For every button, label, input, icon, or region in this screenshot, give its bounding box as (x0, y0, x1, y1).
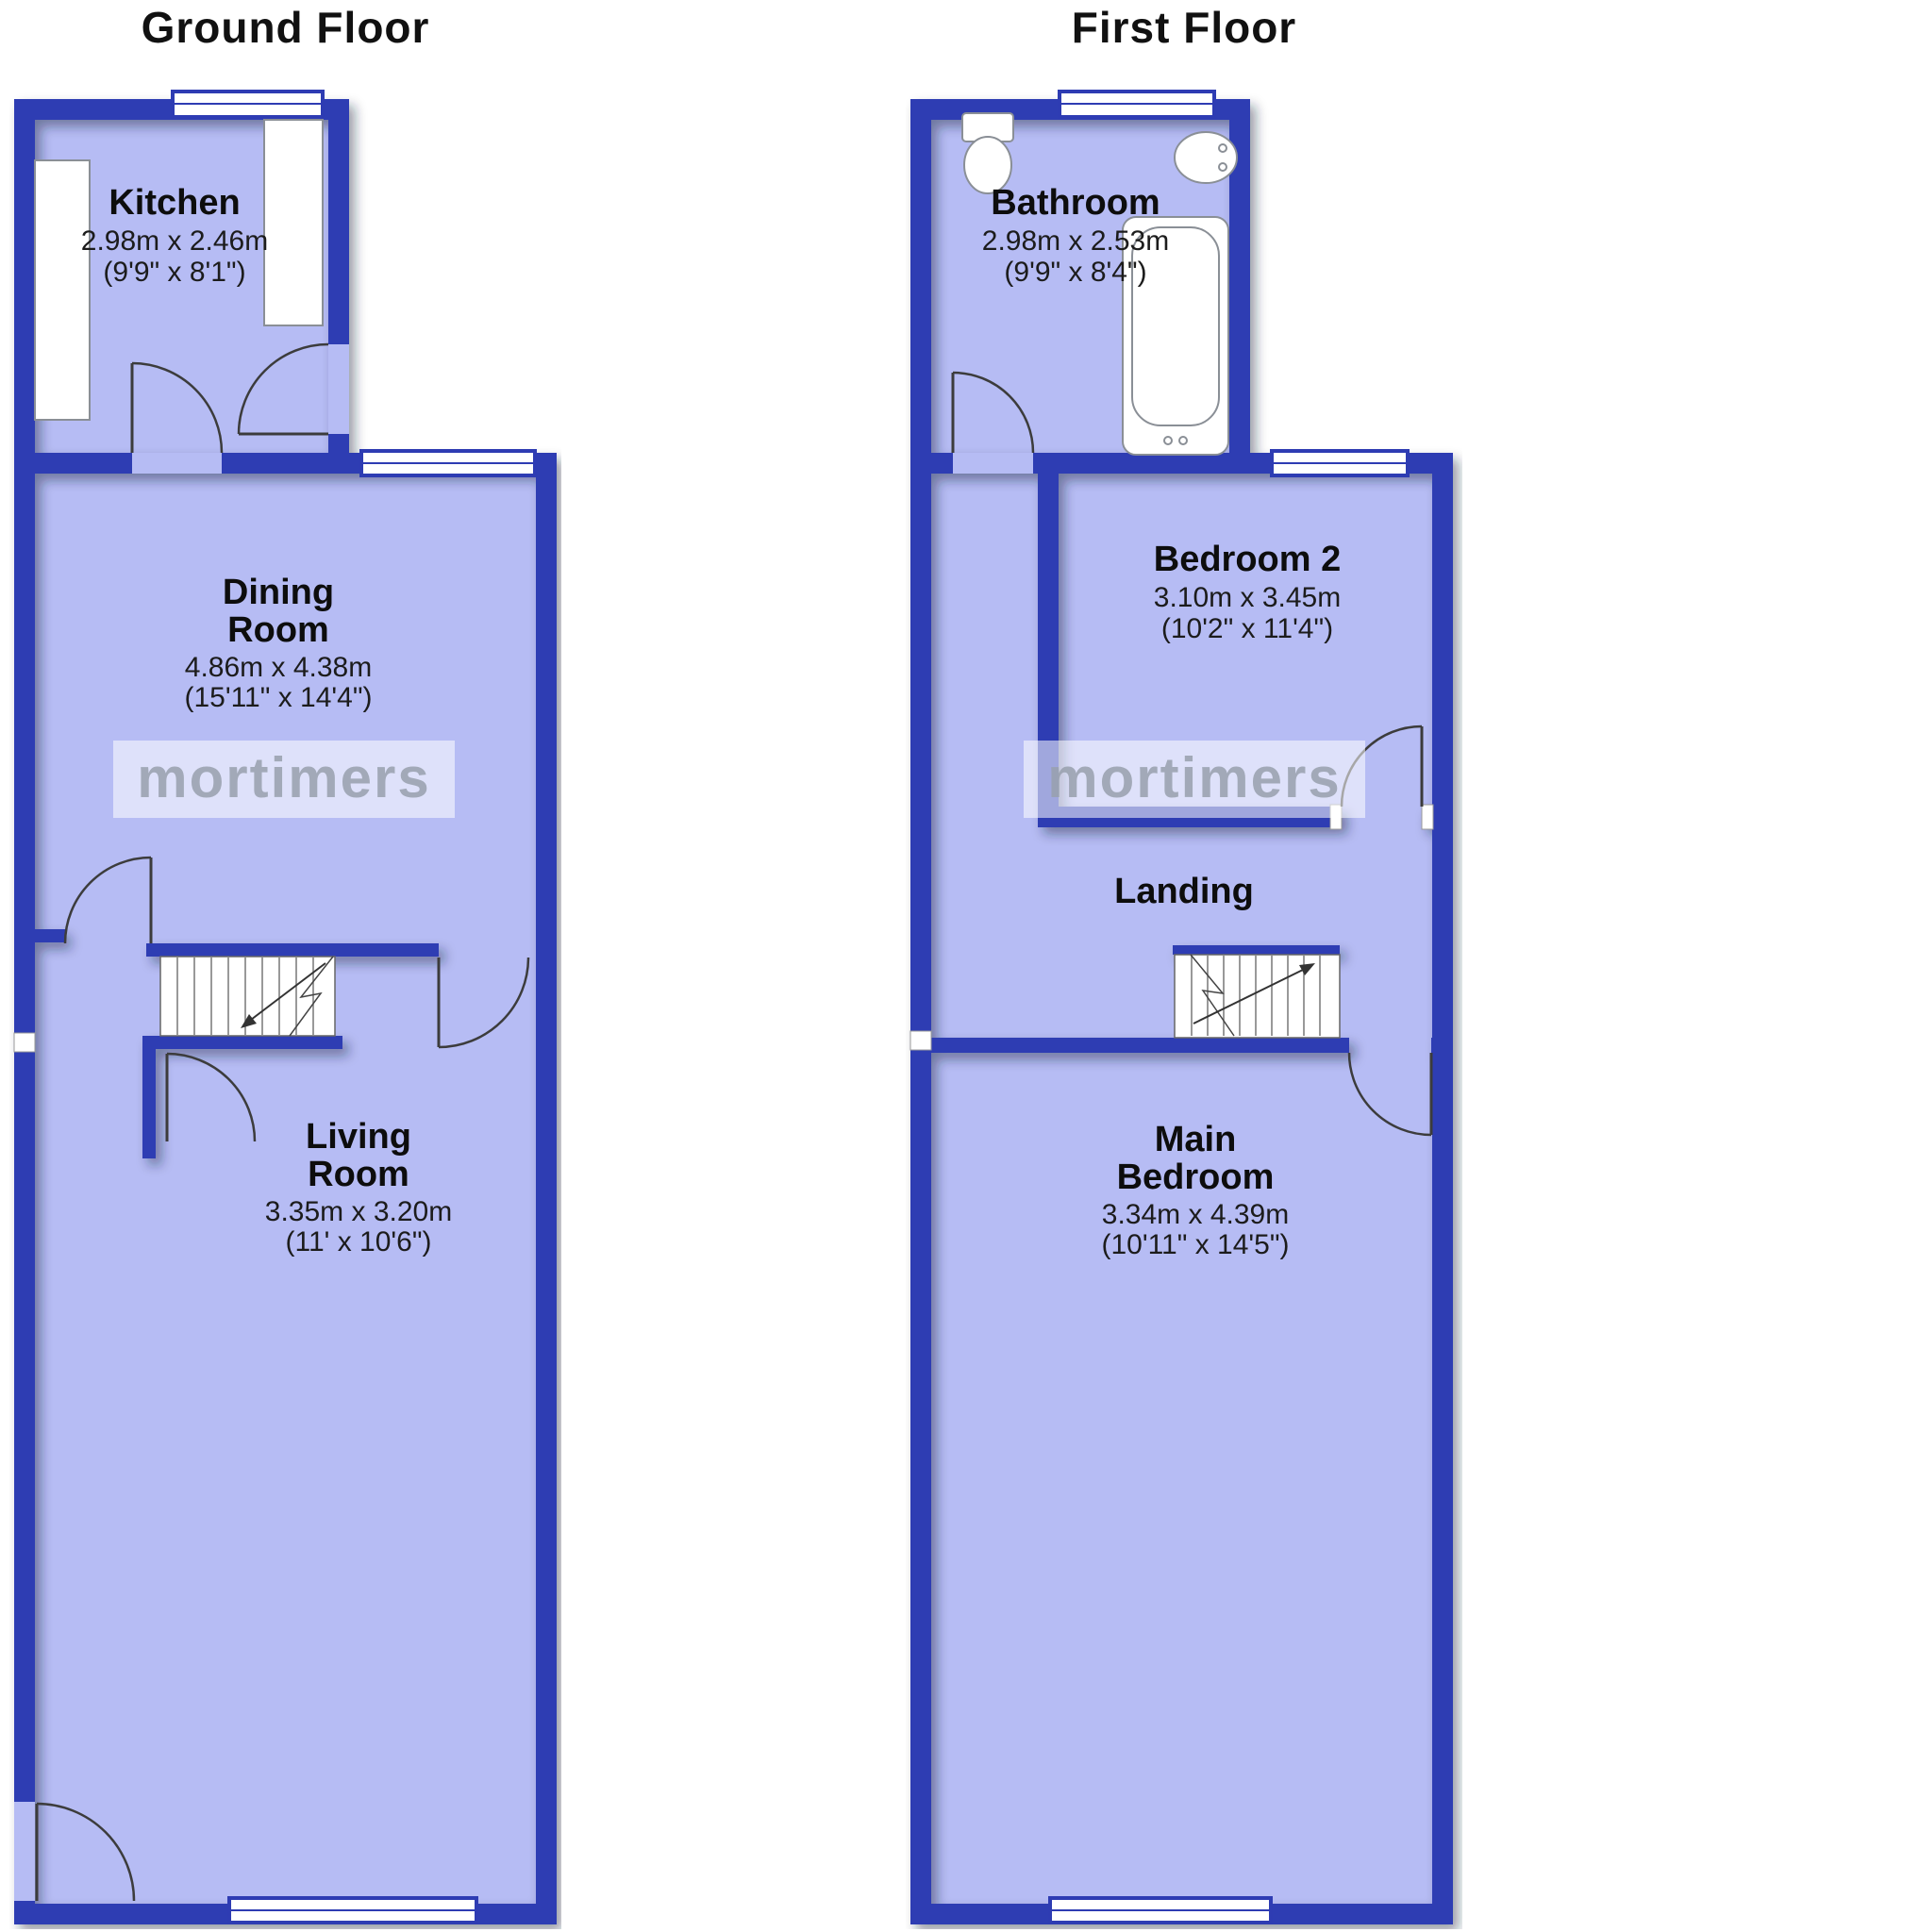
hall-door (63, 856, 153, 944)
bathroom-label: Bathroom (991, 183, 1160, 223)
ground-floor-title: Ground Floor (141, 3, 430, 52)
bathroom-door (951, 371, 1035, 454)
watermark-box (113, 741, 455, 818)
main-bedroom-dims-metric: 3.34m x 4.39m (1102, 1199, 1289, 1230)
bedroom2-dims-imperial: (10'2" x 11'4") (1161, 613, 1333, 644)
watermark-text: mortimers (137, 746, 430, 809)
dining-dims-metric: 4.86m x 4.38m (185, 652, 372, 683)
dining-label-line2: Room (227, 610, 329, 650)
living-left-wall-stub (142, 1036, 156, 1158)
living-dims-metric: 3.35m x 3.20m (265, 1196, 452, 1227)
toilet-icon (961, 112, 1014, 194)
wall-jamb (909, 1030, 932, 1051)
kitchen-door (130, 361, 224, 454)
front-door-opening (14, 1802, 35, 1901)
kitchen-side-door (237, 342, 329, 436)
main-bedroom-top-wall (931, 1038, 1349, 1053)
first-floor-plan: mortimers Bathroom 2.98m x 2.53m (9'9" x… (909, 90, 1453, 1924)
living-label-line2: Room (308, 1155, 409, 1194)
watermark-text: mortimers (1047, 746, 1341, 809)
wall-jamb (13, 1032, 36, 1053)
kitchen-window (171, 90, 325, 119)
dining-window (359, 449, 537, 477)
bathroom-window (1058, 90, 1216, 119)
stair-bottom-wall (142, 1036, 342, 1049)
first-floor-title: First Floor (1071, 3, 1297, 52)
main-bedroom-dims-imperial: (10'11" x 14'5") (1102, 1229, 1290, 1260)
main-bedroom-door (1347, 1052, 1433, 1137)
living-dims-imperial: (11' x 10'6") (286, 1226, 432, 1257)
front-door (35, 1802, 136, 1902)
kitchen-dims-imperial: (9'9" x 8'1") (103, 257, 245, 288)
stairs (159, 956, 336, 1037)
main-bedroom-label-line1: Main (1155, 1120, 1237, 1159)
living-window (227, 1896, 478, 1924)
main-bedroom-window (1048, 1896, 1273, 1924)
living-label-line1: Living (306, 1117, 411, 1157)
kitchen-dims-metric: 2.98m x 2.46m (81, 225, 268, 257)
hall-wall-stub (35, 929, 65, 942)
sink-icon (1174, 131, 1238, 184)
wall-jamb (1421, 804, 1434, 830)
bathroom-dims-imperial: (9'9" x 8'4") (1004, 257, 1146, 288)
ground-floor-walls (14, 99, 557, 1924)
kitchen-door-opening (132, 453, 222, 474)
stair-top-wall (146, 943, 439, 957)
watermark-box (1024, 741, 1365, 818)
bathroom-door-opening (953, 453, 1033, 474)
bedroom2-label: Bedroom 2 (1154, 540, 1341, 579)
stair-side-door (437, 957, 530, 1049)
ground-floor-plan: mortimers Kitchen 2.98m x 2.46m (9'9" x … (13, 90, 557, 1924)
stairs (1174, 954, 1341, 1039)
bedroom2-left-wall (1038, 474, 1059, 827)
main-bedroom-top-wall-right (1431, 1038, 1453, 1053)
dining-dims-imperial: (15'11" x 14'4") (185, 682, 373, 713)
bedroom2-dims-metric: 3.10m x 3.45m (1154, 582, 1341, 613)
landing-label: Landing (1114, 872, 1254, 911)
main-bedroom-label-line2: Bedroom (1117, 1158, 1275, 1197)
bedroom2-window (1270, 449, 1410, 477)
bathtub-icon (1122, 216, 1229, 456)
kitchen-side-door-opening (328, 344, 349, 434)
dining-label-line1: Dining (223, 573, 334, 612)
stair-top-edge (1173, 945, 1340, 955)
bathroom-dims-metric: 2.98m x 2.53m (982, 225, 1169, 257)
kitchen-label: Kitchen (108, 183, 240, 223)
kitchen-unit-icon (263, 119, 324, 326)
kitchen-counter-icon (34, 159, 91, 421)
living-door (165, 1052, 257, 1142)
